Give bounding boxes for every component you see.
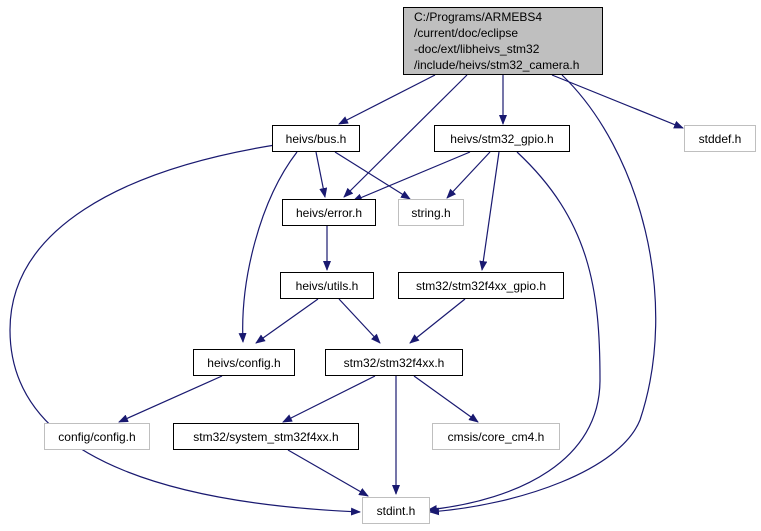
node-stm32-stm32f4xx-h[interactable]: stm32/stm32f4xx.h xyxy=(325,349,463,376)
edge-f4gpio-f4xx xyxy=(409,298,466,344)
node-heivs-error-h[interactable]: heivs/error.h xyxy=(282,199,376,226)
node-heivs-utils-h[interactable]: heivs/utils.h xyxy=(280,272,374,299)
edge-bus-stdint xyxy=(9,144,361,516)
edge-f4xx-system xyxy=(282,375,376,423)
root-line-2: /current/doc/eclipse xyxy=(414,26,519,40)
edge-bus-string xyxy=(334,151,411,200)
edge-gpio-string xyxy=(446,151,491,199)
edge-system-stdint xyxy=(287,449,369,497)
edge-gpio-error xyxy=(352,151,471,202)
edge-gpio-f4gpio xyxy=(479,151,500,271)
root-line-1: C:/Programs/ARMEBS4 xyxy=(414,10,543,24)
node-heivs-stm32-gpio-h[interactable]: heivs/stm32_gpio.h xyxy=(434,125,570,152)
node-heivs-bus-h[interactable]: heivs/bus.h xyxy=(272,125,360,152)
root-line-4: /include/heivs/stm32_camera.h xyxy=(414,58,580,72)
edge-bus-error xyxy=(315,151,328,198)
node-stm32-stm32f4xx-gpio-h[interactable]: stm32/stm32f4xx_gpio.h xyxy=(398,272,564,299)
node-string-h[interactable]: string.h xyxy=(398,199,464,226)
edge-root-bus xyxy=(338,74,436,125)
edge-root-stdint xyxy=(429,74,657,516)
node-heivs-config-h[interactable]: heivs/config.h xyxy=(193,349,295,376)
edge-root-stddef xyxy=(551,74,684,129)
edge-root-error xyxy=(343,74,468,198)
edge-bus-config xyxy=(238,151,298,343)
edge-utils-config xyxy=(255,298,319,344)
node-stddef-h[interactable]: stddef.h xyxy=(684,125,756,152)
node-stm32-camera-h[interactable]: C:/Programs/ARMEBS4 /current/doc/eclipse… xyxy=(403,7,603,75)
node-stm32-system-stm32f4xx-h[interactable]: stm32/system_stm32f4xx.h xyxy=(173,423,359,450)
edge-utils-f4xx xyxy=(338,298,381,344)
root-line-3: -doc/ext/libheivs_stm32 xyxy=(414,42,540,56)
edge-gpio-stdint xyxy=(427,151,601,514)
node-config-config-h[interactable]: config/config.h xyxy=(44,423,150,450)
edge-f4xx-cmsis xyxy=(413,375,479,423)
node-cmsis-core-cm4-h[interactable]: cmsis/core_cm4.h xyxy=(432,423,560,450)
edge-config-cconfig xyxy=(118,375,223,423)
node-stdint-h[interactable]: stdint.h xyxy=(362,497,430,524)
